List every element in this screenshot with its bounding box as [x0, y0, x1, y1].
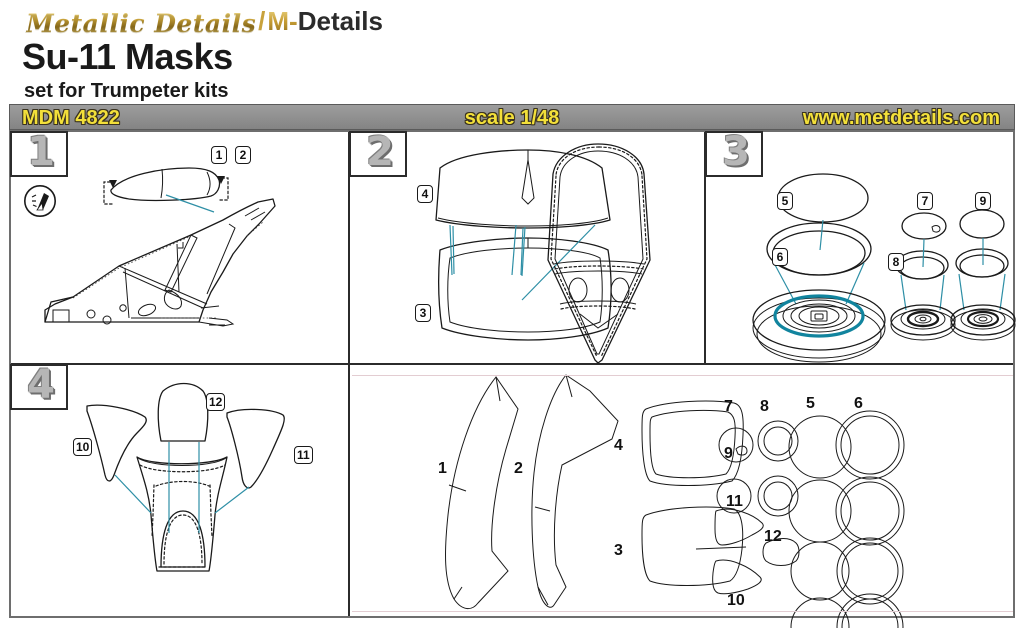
brand-slash: /	[258, 6, 266, 36]
brand-m-prefix: M-	[267, 6, 298, 36]
callout-badge-8: 8	[888, 253, 904, 271]
sheet-label-2: 2	[514, 460, 523, 477]
sheet-label-9: 9	[724, 445, 733, 462]
brand-logo: Metallic Details/M-Details	[26, 6, 383, 38]
product-code: MDM 4822	[22, 107, 120, 129]
panel-step-3: 3 5 6 7 8 9	[705, 129, 1016, 365]
canopy-masks-drawing	[435, 143, 651, 364]
sheet-label-12: 12	[764, 528, 782, 545]
callout-badge-12: 12	[206, 393, 226, 411]
brand-script-text: Metallic Details	[26, 9, 257, 38]
callout-badge-4: 4	[417, 185, 433, 203]
step-number-4: 4	[27, 362, 55, 408]
callout-badge-1: 1	[211, 146, 227, 164]
brand-details-text: Details	[297, 6, 383, 36]
sheet-label-3: 3	[614, 542, 623, 559]
sheet-label-7: 7	[724, 398, 733, 415]
windscreen-nose-masks-drawing	[86, 382, 285, 572]
panel-step-1: 1 1 2	[10, 129, 350, 365]
step-box-2: 2	[349, 129, 407, 177]
sheet-label-1: 1	[438, 460, 447, 477]
callout-badge-9: 9	[975, 192, 991, 210]
mask-sheet-parts-drawing	[445, 374, 905, 628]
info-bar: MDM 4822 scale 1/48 www.metdetails.com	[9, 104, 1015, 130]
callout-badge-11: 11	[294, 446, 313, 464]
subtitle-suffix: kits	[188, 80, 229, 102]
step-number-2: 2	[366, 129, 394, 175]
page-title: Su-11 Masks	[22, 36, 233, 77]
step-box-1: 1	[10, 129, 68, 177]
panel-step-4: 4 10 11 12	[10, 362, 350, 616]
sheet-divider-bottom	[352, 611, 1013, 612]
page-subtitle: set for Trumpeter kits	[24, 80, 229, 103]
fuselage-side-profile-drawing	[44, 167, 276, 327]
callout-badge-10: 10	[73, 438, 93, 456]
callout-badge-5: 5	[777, 192, 793, 210]
sheet-divider-top	[352, 375, 1013, 376]
subtitle-brand: Trumpeter	[90, 80, 189, 102]
scale-label: scale 1/48	[464, 107, 560, 129]
callout-badge-3: 3	[415, 304, 431, 322]
panel-step-2: 2 4 3	[349, 129, 706, 365]
subtitle-prefix: set for	[24, 80, 91, 102]
callout-badge-7: 7	[917, 192, 933, 210]
sheet-label-10: 10	[727, 592, 745, 609]
callout-badge-2: 2	[235, 146, 251, 164]
step-number-1: 1	[27, 129, 55, 175]
diagram-frame: 1 1 2	[9, 129, 1016, 628]
sheet-label-4: 4	[614, 437, 623, 454]
sheet-label-5: 5	[806, 395, 815, 412]
website-url[interactable]: www.metdetails.com	[802, 107, 1000, 129]
step-box-4: 4	[10, 362, 68, 410]
step-number-3: 3	[722, 129, 750, 175]
sheet-label-8: 8	[760, 398, 769, 415]
sheet-label-11: 11	[726, 493, 743, 510]
step-box-3: 3	[705, 129, 763, 177]
spray-paint-icon	[24, 185, 56, 217]
sheet-label-6: 6	[854, 395, 863, 412]
mask-sheet-layout: 1 2 4 3 7 8 5 6 9 11 12 10	[350, 365, 1013, 628]
callout-badge-6: 6	[772, 248, 788, 266]
